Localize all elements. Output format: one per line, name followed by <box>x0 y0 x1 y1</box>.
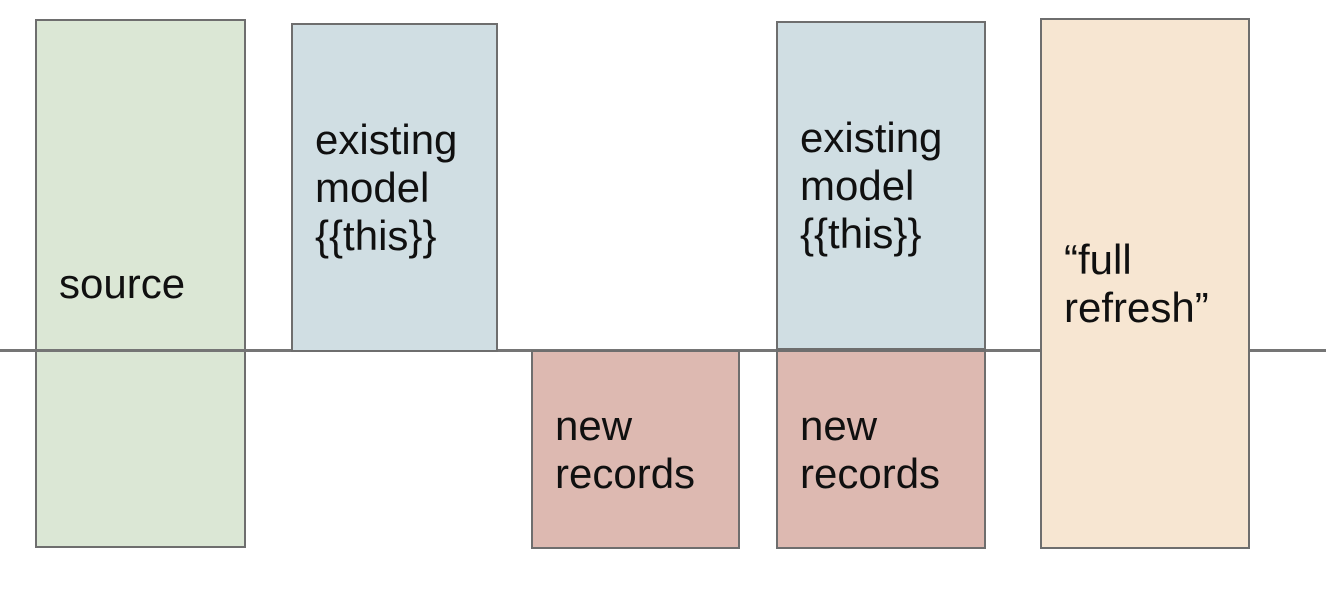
existing-model-box-1: existing model {{this}} <box>291 23 498 352</box>
new-records-box-1-label: new records <box>555 401 696 497</box>
existing-model-box-1-label: existing model {{this}} <box>315 115 458 259</box>
existing-model-box-2-label: existing model {{this}} <box>800 113 943 257</box>
full-refresh-box-label: “full refresh” <box>1064 235 1209 331</box>
existing-model-box-2: existing model {{this}} <box>776 21 986 350</box>
source-box-label: source <box>59 259 186 307</box>
new-records-box-2-label: new records <box>800 401 941 497</box>
source-box: source <box>35 19 246 548</box>
new-records-box-1: new records <box>531 350 740 549</box>
new-records-box-2: new records <box>776 350 986 549</box>
full-refresh-box: “full refresh” <box>1040 18 1250 549</box>
